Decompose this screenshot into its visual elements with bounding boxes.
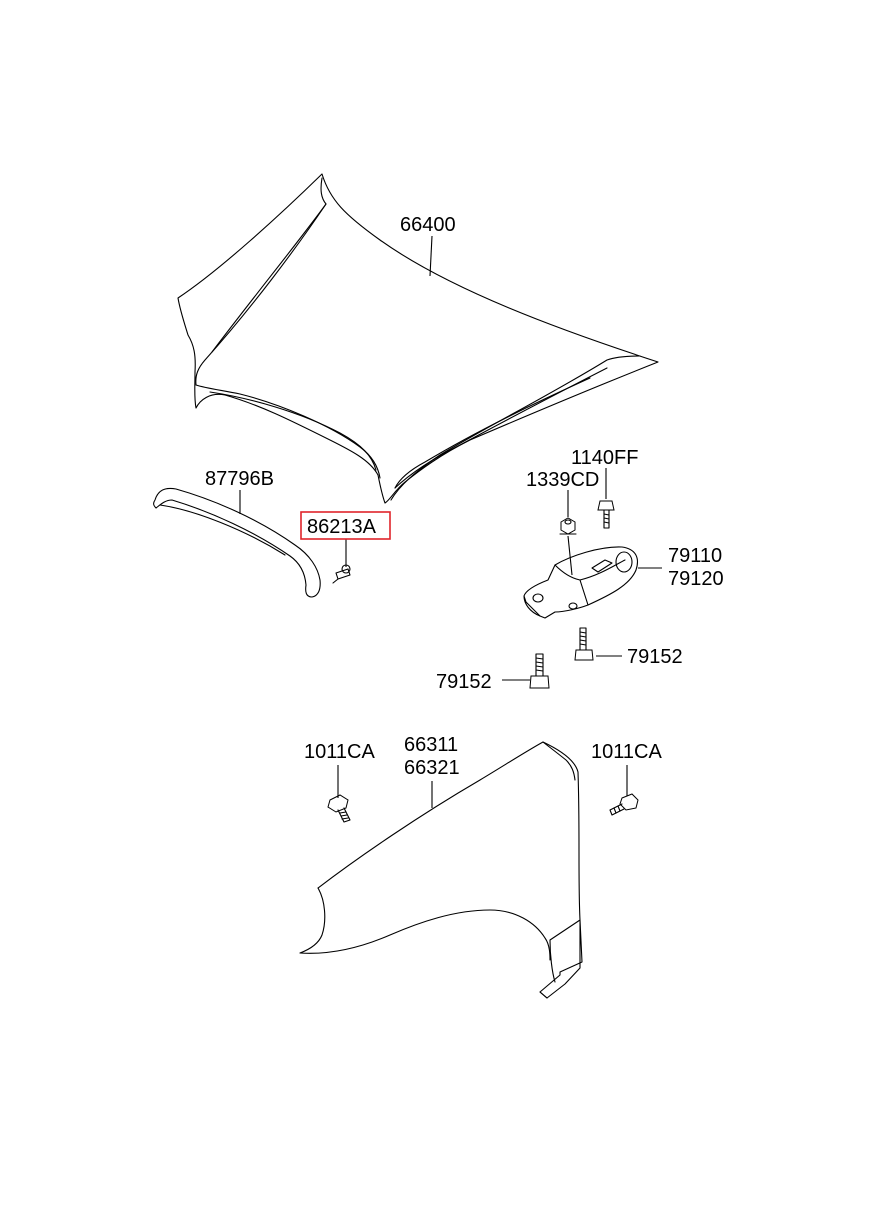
label-hood[interactable]: 66400 (400, 214, 456, 236)
hood-weatherstrip[interactable] (153, 487, 321, 598)
label-hood-weatherstrip[interactable]: 87796B (205, 468, 274, 490)
bolt-1140ff[interactable] (597, 500, 615, 529)
hood-hinge[interactable] (523, 546, 639, 619)
label-hinge-a[interactable]: 79110 (668, 545, 722, 567)
leader-lines (239, 235, 662, 808)
fender-bolt-left[interactable] (327, 794, 351, 823)
bolt-79152-right[interactable] (574, 627, 594, 661)
front-fender[interactable] (299, 741, 583, 999)
label-nut[interactable]: 1339CD (526, 469, 599, 491)
label-hinge-bolt-right[interactable]: 79152 (627, 646, 683, 668)
label-fender-bolt-right[interactable]: 1011CA (591, 741, 662, 763)
label-bolt-top[interactable]: 1140FF (571, 447, 638, 469)
highlight-box (300, 511, 391, 540)
clip-part[interactable] (332, 564, 351, 584)
label-fender-a[interactable]: 66311 (404, 734, 458, 756)
hood-panel[interactable] (177, 173, 659, 504)
label-fender-bolt-left[interactable]: 1011CA (304, 741, 375, 763)
label-fender-b[interactable]: 66321 (404, 757, 460, 779)
label-clip[interactable]: 86213A (307, 516, 377, 538)
bolt-79152-left[interactable] (529, 653, 550, 689)
fender-bolt-right[interactable] (609, 793, 639, 816)
label-hinge-b[interactable]: 79120 (668, 568, 724, 590)
label-hinge-bolt-left[interactable]: 79152 (436, 671, 492, 693)
nut-1339cd[interactable] (559, 517, 577, 535)
